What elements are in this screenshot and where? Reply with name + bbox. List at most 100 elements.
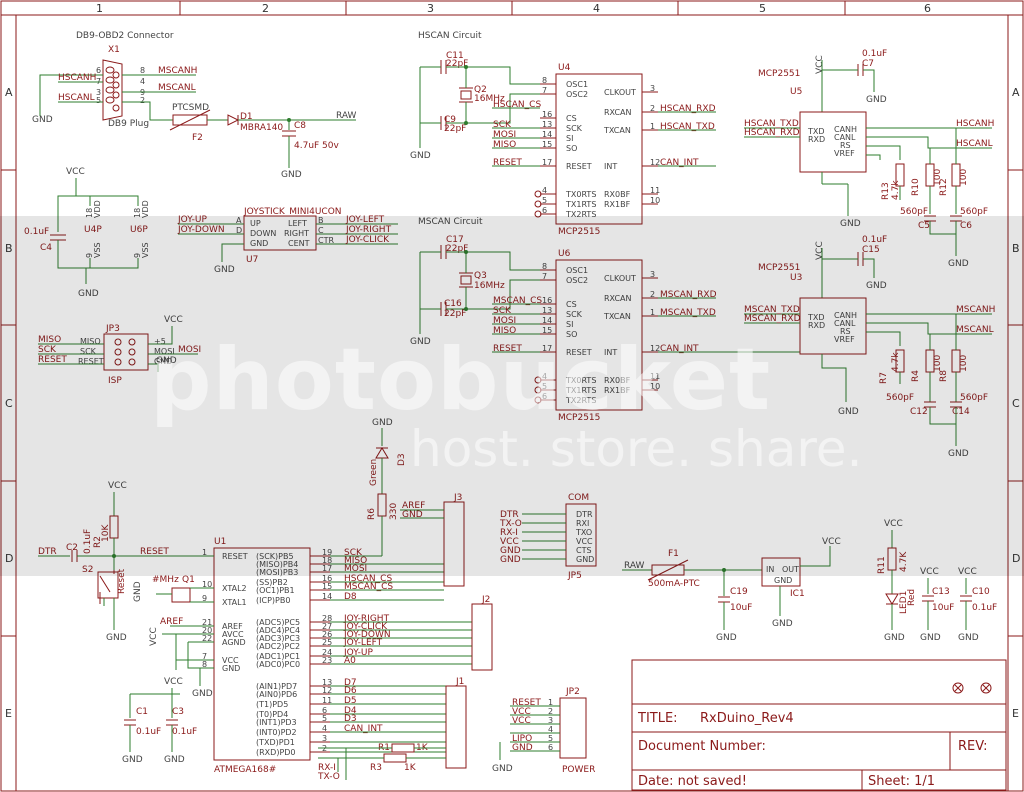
c8-value: 4.7uF 50v [294,141,340,151]
raw-net: RAW [624,561,645,571]
mcp2515-pin-num: 10 [650,382,660,391]
reset-net: RESET [38,355,67,365]
atmega-pin-num: 23 [322,656,332,665]
mcp2515-pin-name: INT [604,162,617,171]
atmega-pin-name: RESET [222,552,248,561]
mcp2515-pin-num: 2 [650,290,655,299]
col-1: 1 [96,2,103,15]
mcp2551-pin: RXD [808,135,825,144]
d3-color: Green [369,459,379,486]
mcp2515-pin-name: RX0BF [604,190,631,199]
mscanh-net: MSCANH [158,66,197,76]
atmega-net: D8 [344,592,357,602]
isp-pin: +5 [154,337,166,346]
c13-value: 10uF [932,603,954,613]
pin-name: VDD [141,200,150,218]
atmega-pin-name: (AIN0)PD6 [256,690,297,699]
js-pin-letter: CTR [318,236,334,245]
c7-value: 0.1uF [862,49,887,59]
c3-value: 0.1uF [172,727,197,737]
x1-label: X1 [108,45,120,55]
mcp2551-pin: CANL [834,133,856,142]
c10-value: 0.1uF [972,603,997,613]
hscanl-net: HSCANL [956,139,993,149]
power-net: GND [512,743,533,753]
atmega-pin-num: 10 [202,580,212,589]
mscan-mcp2515-u6: MSCAN Circuit C17 22pF C16 22pF GND Q3 1… [410,217,643,423]
atmega-pin-name: XTAL1 [222,598,247,607]
atmega-pins: RESET1XTAL210XTAL19AREF21AVCC20AGND22VCC… [202,548,472,757]
u3-part: MCP2551 [758,263,800,273]
js-pin: GND [250,239,268,248]
j2-label: J2 [481,595,490,605]
js-pin-letter: C [318,226,324,235]
row-b: B [5,242,13,255]
mscan-txd-net: MSCAN_TXD [744,305,800,315]
mcp2515-pin-name: OSC2 [566,90,588,99]
sheet-label: Sheet: 1/1 [868,774,935,789]
docnum-label: Document Number: [638,739,766,754]
aref-net: AREF [402,501,425,511]
gnd-label: GND [372,418,393,428]
com-pin: RXI [576,519,589,528]
f1-label: F1 [668,549,679,559]
db9-pin: 3 [96,88,101,97]
q1-value: #MHz [152,575,179,585]
mcp2515-pin-num: 7 [542,272,547,281]
c9-value: 22pF [444,124,466,134]
com-net: DTR [500,510,519,520]
isp-pin: MISO [80,337,101,346]
js-pin: LEFT [288,219,307,228]
atmega-pin-name: XTAL2 [222,584,247,593]
q2-value: 16MHz [474,94,505,104]
mcp2515-pin-num: 5 [542,196,547,205]
com-pin: GND [576,555,594,564]
db9-plug-label: DB9 Plug [108,119,149,129]
vcc-label: VCC [884,519,903,529]
r6-value: 330 [389,503,399,520]
mcp2515-pin-num: 11 [650,372,660,381]
atmega-pin-name: (ADC4)PC4 [256,626,300,635]
atmega-pin-name: (ADC2)PC2 [256,642,300,651]
atmega-pin-name: (INT1)PD3 [256,718,297,727]
mcp2515-pin-name: RX1BF [604,200,631,209]
gnd-label: GND [772,619,793,629]
js-pin-letter: D [236,226,242,235]
u7-label: U7 [246,255,258,265]
mcp2515-pin-num: 15 [542,140,552,149]
atmega-pin-name: (ADC5)PC5 [256,618,300,627]
gnd-label: GND [840,219,861,229]
r7-label: R7 [879,372,889,384]
atmega-pin-num: 9 [202,594,207,603]
row-b-right: B [1012,242,1020,255]
r13-value: 4.7k [891,180,901,200]
mcp2515-pin-num: 8 [542,76,547,85]
power-net: VCC [512,707,531,717]
gnd-label: GND [78,289,99,299]
com-net: VCC [500,537,519,547]
row-d-right: D [1012,552,1020,565]
vcc-label: VCC [815,241,825,260]
vcc-label: VCC [108,481,127,491]
mcp2515-pin-name: CLKOUT [604,274,636,283]
c16-label: C16 [444,299,462,309]
r12-value: 100 [959,169,969,186]
mcp2515-pin-num: 10 [650,196,660,205]
atmega-pin-num: 13 [322,678,332,687]
row-e: E [5,707,12,720]
reset-net: RESET [140,547,169,557]
c1-value: 0.1uF [136,727,161,737]
mcp2515-pin-num: 12 [650,344,660,353]
mcp2551-pin: TXD [807,313,825,322]
com-jp5: COM JP5 [565,493,597,581]
isp-pin: SCK [80,347,97,356]
c12-label: C12 [910,407,928,417]
s2-label: S2 [82,565,93,575]
c6-label: C6 [960,221,972,231]
r10-label: R10 [911,178,921,196]
db9-pin: 2 [140,96,145,105]
atmega-net: MSCAN_CS [344,582,393,592]
